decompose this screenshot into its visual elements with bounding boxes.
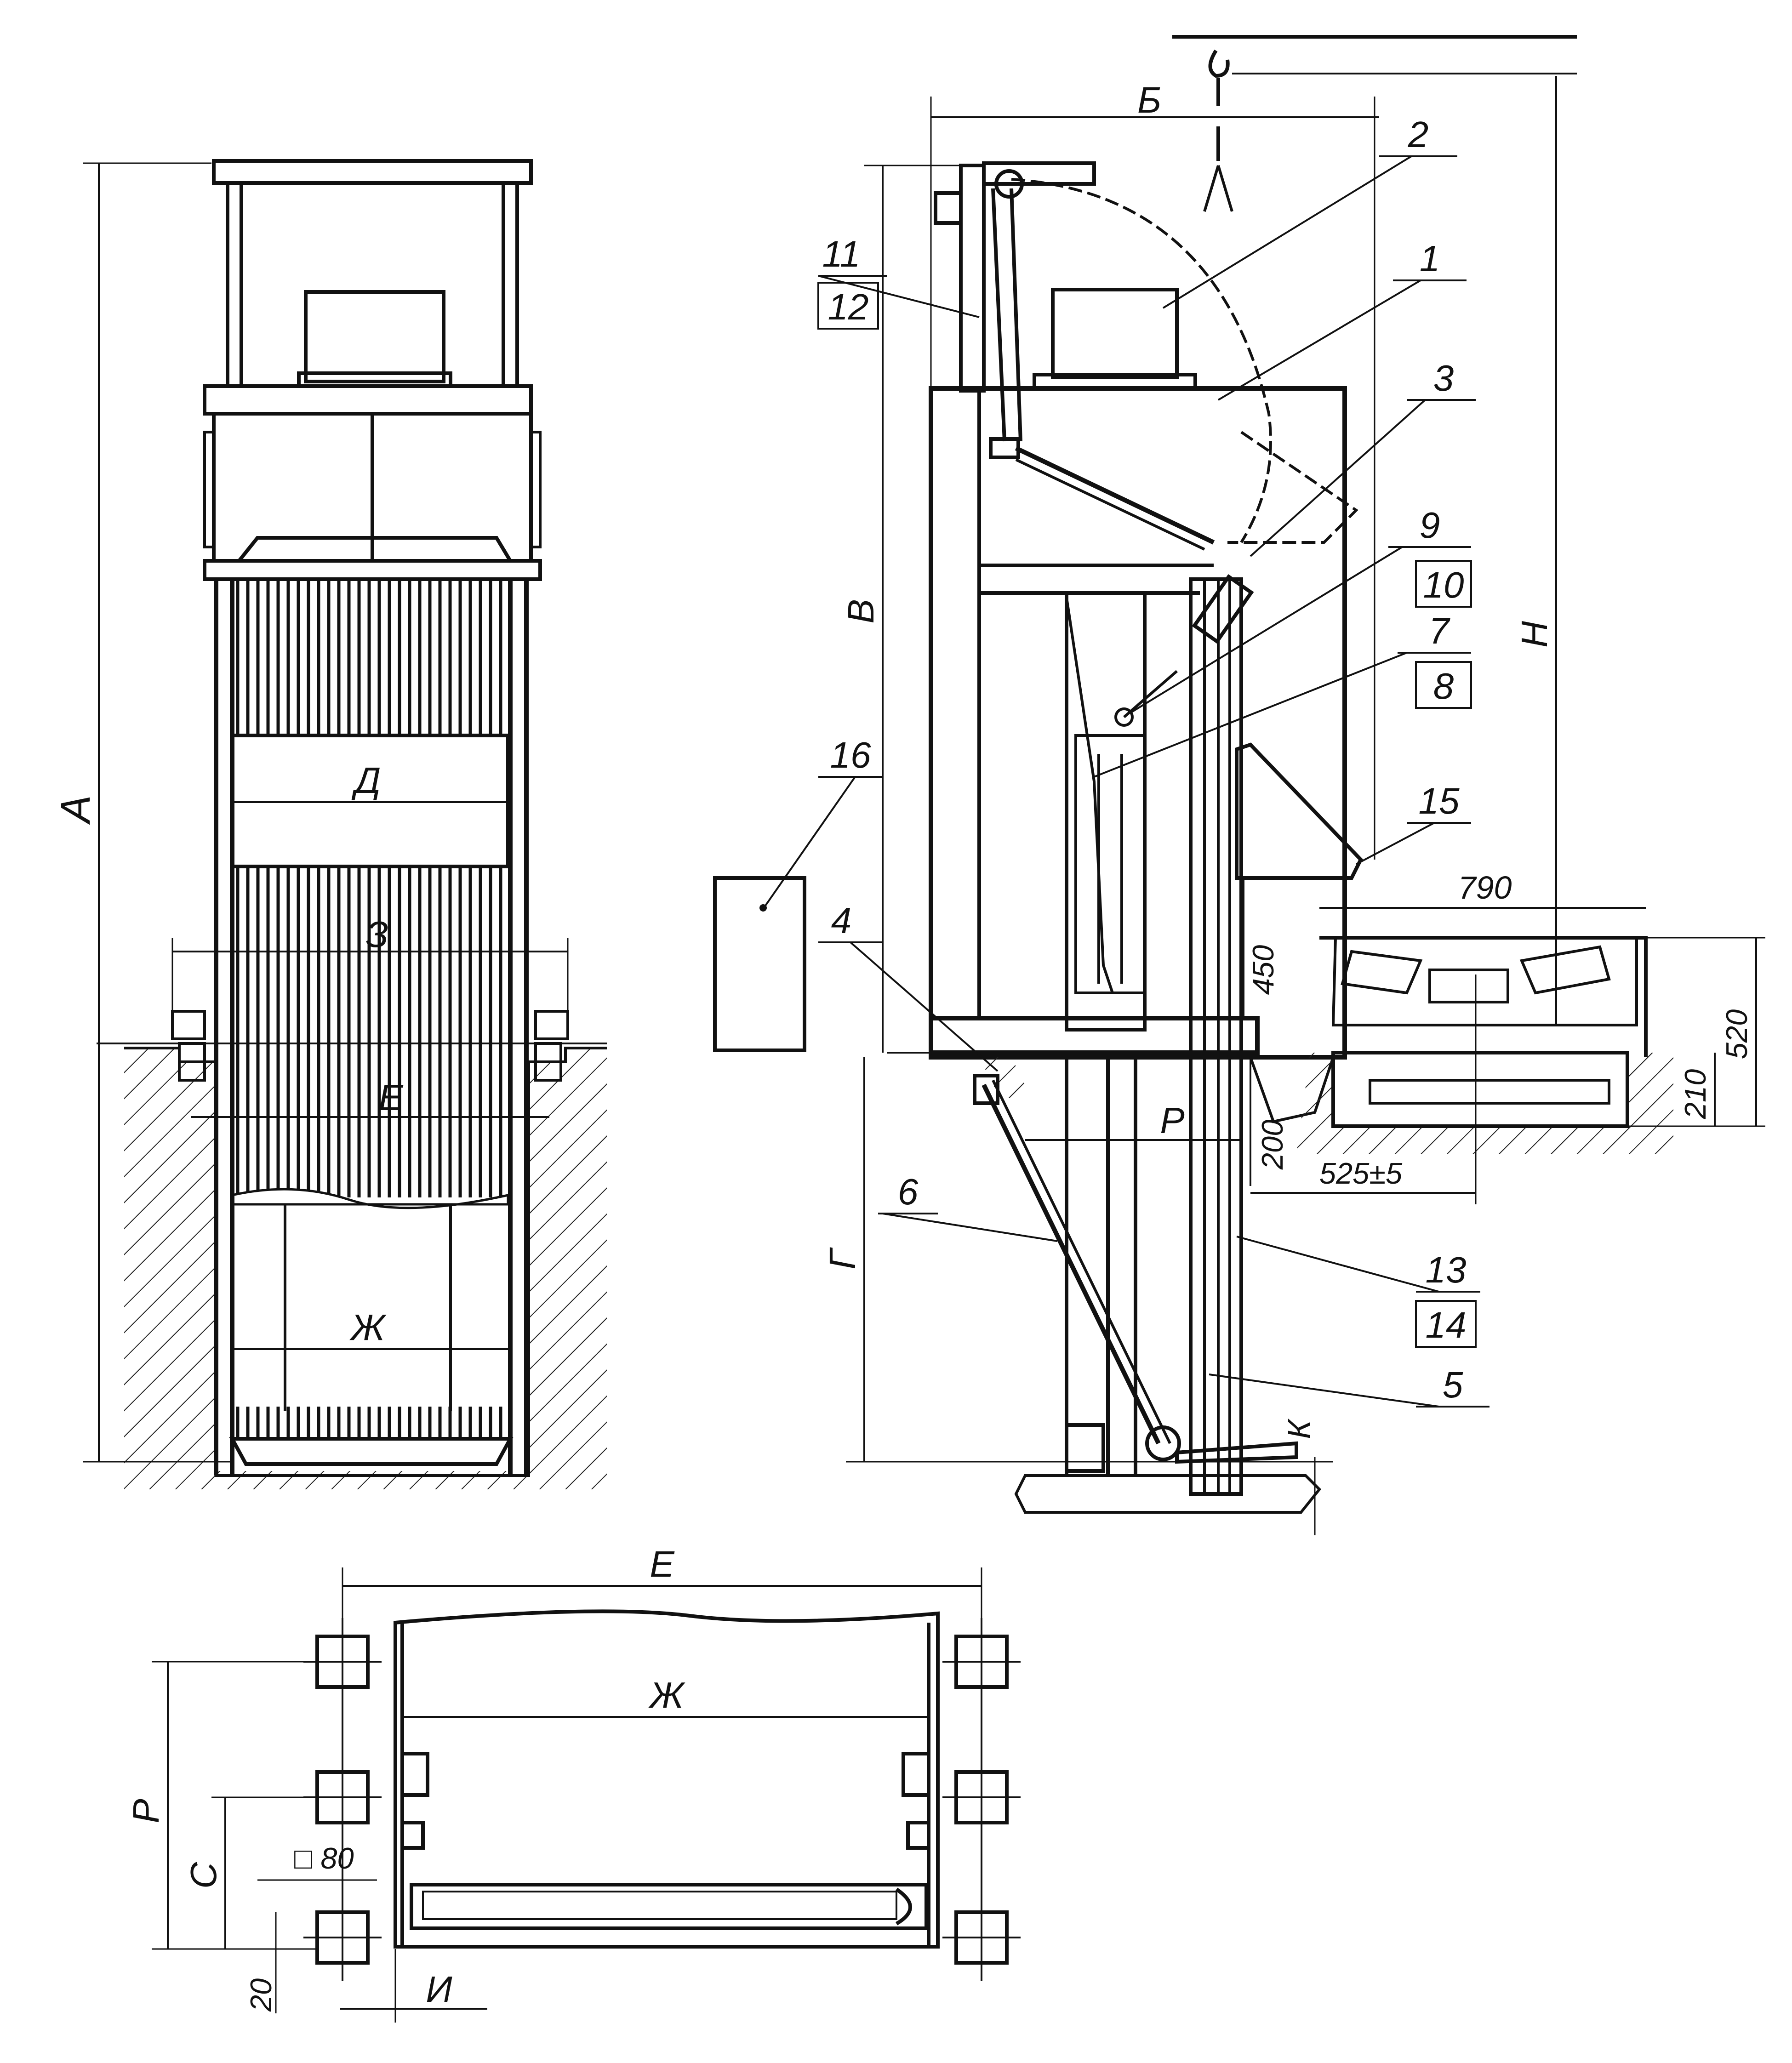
- plan-rake-beam: [410, 1883, 928, 1930]
- front-dim-E: Е: [378, 1077, 404, 1118]
- side-dim-525: 525±5: [1319, 1157, 1403, 1190]
- control-panel: [713, 876, 806, 1052]
- side-dim-G: Г: [822, 1247, 863, 1270]
- plan-dim-R: Р: [126, 1799, 166, 1823]
- side-dim-520: 520: [1720, 1009, 1753, 1059]
- callout-8: 8: [1433, 666, 1454, 707]
- callout-11: 11: [822, 234, 860, 274]
- front-screen-upper: [232, 579, 508, 735]
- plan-dim-ZH: Ж: [648, 1675, 685, 1715]
- side-dim-210: 210: [1678, 1069, 1712, 1119]
- side-dim-V: В: [840, 599, 881, 623]
- plan-dim-E: Е: [650, 1544, 675, 1584]
- front-drive-platform: [203, 384, 533, 416]
- side-base-beam: [929, 1016, 1260, 1055]
- side-dim-790: 790: [1458, 870, 1512, 906]
- side-dim-R: Р: [1160, 1100, 1184, 1141]
- callout-7: 7: [1429, 610, 1450, 651]
- side-rake-carriage: [1065, 591, 1147, 1032]
- crane-hook: [1208, 49, 1230, 78]
- callout-5: 5: [1443, 1364, 1463, 1405]
- front-dim-Z: З: [365, 914, 388, 955]
- callout-16: 16: [830, 735, 871, 775]
- conveyor-roller: [1369, 1079, 1610, 1105]
- callout-6: 6: [898, 1171, 919, 1212]
- plan-dim-S: С: [183, 1862, 224, 1889]
- front-dim-D: Д: [351, 760, 381, 801]
- plan-dim-I: И: [426, 1969, 452, 2010]
- side-ground-hatch: [931, 1057, 1030, 1103]
- side-dim-B: Б: [1137, 80, 1161, 120]
- front-top-plate: [212, 159, 533, 185]
- front-dim-ZH: Ж: [349, 1307, 387, 1348]
- plan-channel: [394, 1609, 940, 1949]
- front-ground-hatch: [124, 1048, 607, 1489]
- side-main-frame: [929, 386, 1347, 1060]
- plan-dim-20: 20: [244, 1978, 278, 2012]
- conveyor-ground-hatch: [1296, 1053, 1673, 1154]
- side-bottom-pulley: [1145, 1425, 1181, 1461]
- callout-3: 3: [1433, 358, 1454, 399]
- front-dim-A: А: [53, 795, 99, 825]
- front-bottom-bars: [234, 1407, 506, 1439]
- front-view: А Д З Е Ж: [53, 159, 607, 1489]
- callout-12: 12: [828, 286, 869, 327]
- side-dim-N: Н: [1514, 621, 1555, 648]
- callout-1: 1: [1420, 238, 1440, 279]
- side-dim-200: 200: [1256, 1120, 1289, 1170]
- callout-2: 2: [1408, 114, 1429, 155]
- front-motor: [304, 290, 445, 383]
- callout-14: 14: [1426, 1305, 1467, 1345]
- callout-4: 4: [831, 900, 852, 941]
- plan-view: Е Ж Р С □ 80 20 И: [126, 1544, 1021, 2023]
- side-dim-K: К: [1281, 1419, 1317, 1439]
- side-view: Б В Г Н Р К 790 450 520 210 200 525±5 2: [713, 35, 1765, 1535]
- discharge-chute: [1235, 742, 1363, 880]
- plan-dim-80: □ 80: [294, 1841, 354, 1875]
- callout-10: 10: [1423, 564, 1464, 605]
- callout-13: 13: [1426, 1249, 1467, 1290]
- side-motor: [1051, 288, 1179, 379]
- callout-15: 15: [1419, 781, 1460, 821]
- front-screen-lower: [232, 866, 508, 1197]
- side-dim-450: 450: [1246, 945, 1280, 995]
- callout-9: 9: [1420, 505, 1440, 546]
